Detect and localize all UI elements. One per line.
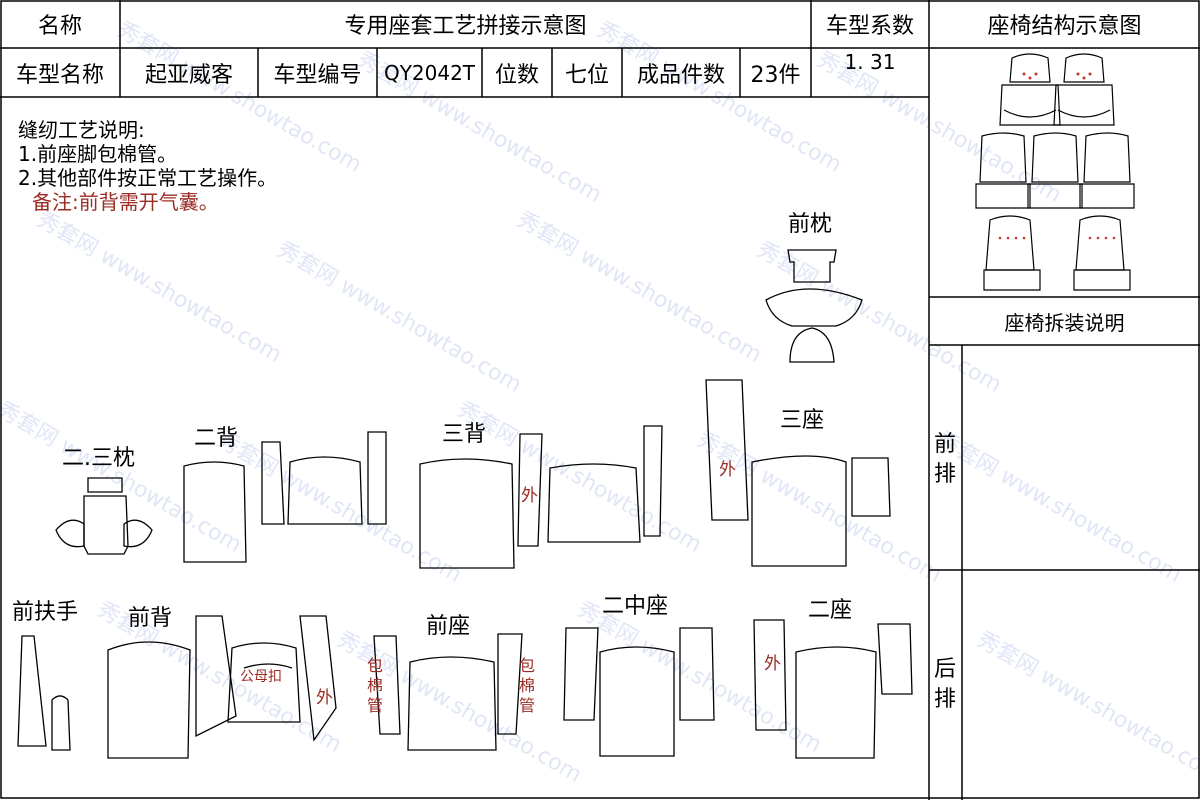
front-armrest-pieces bbox=[17, 635, 71, 751]
cotton-tube-marker-left: 包棉管 bbox=[366, 656, 383, 715]
front-seat-thumb-right bbox=[1053, 53, 1115, 126]
disassembly-label: 座椅拆装说明 bbox=[1004, 310, 1125, 335]
part-label-second-third-headrest: 二.三枕 bbox=[62, 446, 135, 471]
rear-row-label: 后排 bbox=[933, 657, 956, 712]
front-back-pieces bbox=[107, 615, 337, 759]
model-name-label: 车型名称 bbox=[15, 62, 104, 88]
third-seat-pieces bbox=[705, 379, 891, 567]
part-label-front-back: 前背 bbox=[128, 606, 173, 631]
second-middle-seat-pieces bbox=[563, 627, 715, 757]
outside-marker-third-back: 外 bbox=[521, 486, 538, 506]
cotton-tube-marker-right: 包棉管 bbox=[518, 656, 535, 715]
outside-marker-second-seat: 外 bbox=[764, 654, 781, 674]
part-label-second-middle-seat: 二中座 bbox=[602, 594, 669, 619]
front-headrest-pieces bbox=[765, 249, 863, 363]
notes-remark: 备注:前背需开气囊。 bbox=[32, 190, 219, 214]
middle-seat-thumb-3 bbox=[1079, 132, 1135, 209]
notes-heading: 缝纫工艺说明: bbox=[18, 118, 145, 142]
second-back-pieces bbox=[183, 431, 387, 563]
coefficient-value: 1. 31 bbox=[844, 50, 896, 74]
page-title: 专用座套工艺拼接示意图 bbox=[344, 14, 587, 39]
pieces-label: 成品件数 bbox=[636, 62, 725, 88]
front-seat-pieces bbox=[373, 633, 523, 751]
buckle-marker: 公母扣 bbox=[240, 669, 282, 685]
outside-marker-front-back: 外 bbox=[316, 688, 333, 708]
pieces-value: 23件 bbox=[750, 62, 801, 88]
third-back-pieces bbox=[419, 425, 663, 569]
part-label-third-back: 三背 bbox=[442, 422, 487, 447]
part-label-second-seat: 二座 bbox=[808, 598, 853, 623]
model-name-value: 起亚威客 bbox=[144, 62, 233, 88]
front-row-label: 前排 bbox=[933, 432, 956, 487]
rear-seat-thumb-1 bbox=[983, 215, 1041, 291]
model-no-value: QY2042T bbox=[383, 60, 476, 85]
part-label-front-headrest: 前枕 bbox=[788, 212, 833, 237]
part-label-third-seat: 三座 bbox=[780, 408, 825, 433]
part-label-front-seat: 前座 bbox=[426, 614, 471, 639]
part-label-front-armrest: 前扶手 bbox=[12, 600, 79, 625]
rear-seat-thumb-2 bbox=[1073, 215, 1131, 291]
outside-marker-third-seat: 外 bbox=[719, 460, 736, 480]
structure-diagram-label: 座椅结构示意图 bbox=[987, 14, 1142, 39]
notes-line-2: 2.其他部件按正常工艺操作。 bbox=[18, 166, 278, 190]
second-third-headrest-pieces bbox=[55, 477, 153, 555]
part-label-second-back: 二背 bbox=[194, 426, 239, 451]
name-label: 名称 bbox=[37, 14, 82, 39]
seats-label: 位数 bbox=[494, 62, 539, 88]
second-seat-pieces bbox=[753, 619, 913, 759]
coefficient-label: 车型系数 bbox=[825, 14, 914, 39]
model-no-label: 车型编号 bbox=[273, 62, 362, 88]
notes-line-1: 1.前座脚包棉管。 bbox=[18, 142, 178, 166]
seats-value: 七位 bbox=[564, 62, 609, 88]
